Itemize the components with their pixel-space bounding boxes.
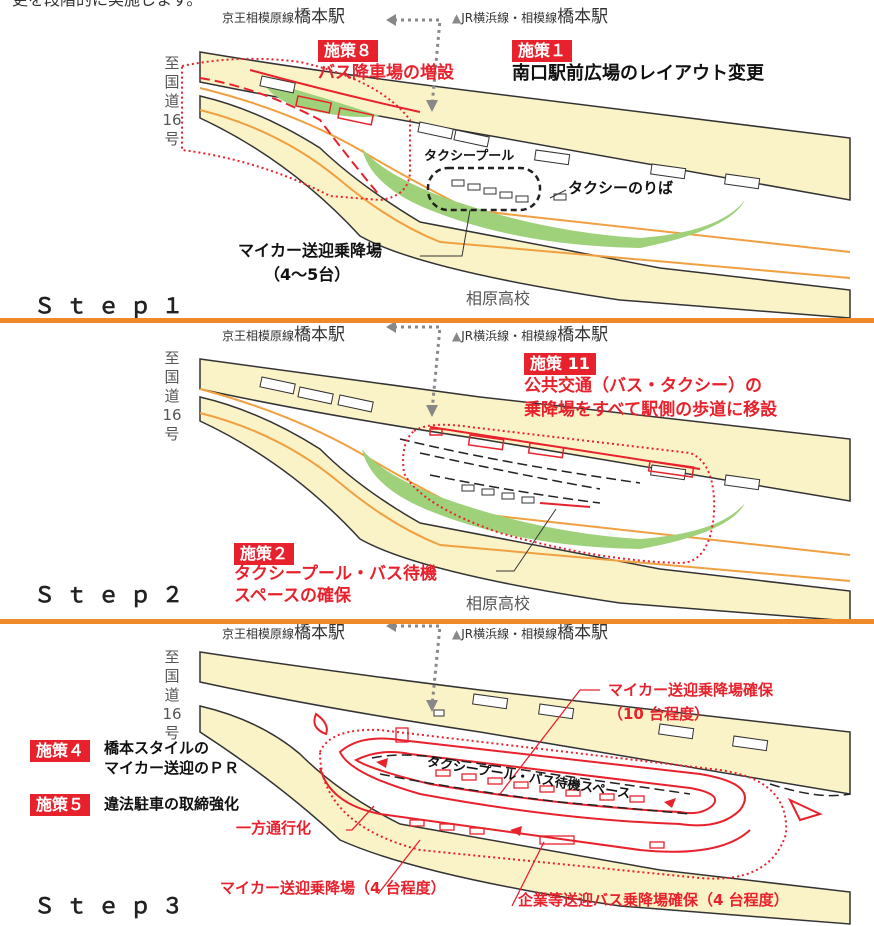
measure5-badge: 施策５: [30, 794, 91, 816]
measure5-text: 違法駐車の取締強化: [104, 795, 240, 813]
step3-label: Ｓｔｅｐ３: [34, 894, 194, 918]
measure2-badge: 施策２: [234, 543, 295, 565]
one-way-label: 一方通行化: [236, 819, 312, 837]
measure11-line2: 乗降場をすべて駅側の歩道に移設: [524, 400, 778, 420]
green-island-2: [362, 148, 745, 248]
measure4-line2: マイカー送迎のＰＲ: [104, 759, 240, 777]
divider-1: [0, 318, 874, 323]
south-sidewalk: [199, 95, 851, 318]
step2-map: [199, 323, 851, 621]
keio-station-label: 京王相模原線橋本駅: [222, 624, 346, 643]
road-edge-south: [199, 109, 851, 279]
taxi-pool-label: タクシープール: [424, 149, 515, 164]
measure8-badge: 施策８: [318, 40, 379, 62]
car-dropoff-4-label: マイカー送迎乗降場（4 台程度）: [220, 879, 446, 897]
measure4-badge: 施策４: [30, 740, 91, 762]
jr-station-label: ▲JR横浜線・相模線橋本駅: [452, 325, 609, 345]
measure11-badge: 施策 11: [524, 353, 596, 375]
bus-lane-red: [199, 77, 381, 197]
divider-2: [0, 619, 874, 624]
step1-label: Ｓｔｅｐ１: [34, 294, 194, 318]
measure1-text: 南口駅前広場のレイアウト変更: [512, 63, 764, 84]
measure4-line1: 橋本スタイルの: [104, 739, 210, 757]
measure8-area: [181, 57, 411, 202]
school-label-1: 相原高校: [466, 289, 531, 308]
taxi-pool-outline: [426, 166, 542, 212]
measure2-line2: スペースの確保: [234, 586, 351, 606]
road-edge-north: [199, 87, 851, 253]
station-connection-arrow: [394, 18, 442, 107]
car-dropoff-secured-count: （10 台程度）: [608, 705, 710, 723]
car-dropoff-count: （4～5台）: [264, 265, 351, 284]
station-sidewalk: [199, 51, 851, 201]
measure11-area: [402, 423, 716, 565]
step1-map: [181, 14, 851, 318]
measure11-line1: 公共交通（バス・タクシー）の: [524, 376, 762, 396]
jr-station-label: ▲JR横浜線・相模線橋本駅: [452, 624, 609, 643]
car-dropoff-secured: マイカー送迎乗降場確保: [608, 681, 774, 699]
step2-label: Ｓｔｅｐ２: [34, 583, 194, 607]
jr-station-label: ▲JR横浜線・相模線橋本駅: [452, 7, 609, 27]
measure2-line1: タクシープール・バス待機: [234, 564, 437, 584]
step3-map: [199, 624, 851, 925]
measure1-badge: 施策１: [512, 40, 573, 62]
school-label-2: 相原高校: [466, 594, 531, 613]
top-caption: 更を段階的に実施します。: [12, 0, 202, 9]
keio-station-label: 京王相模原線橋本駅: [222, 325, 346, 345]
measure8-text: バス降車場の増設: [318, 63, 454, 83]
company-bus-label: 企業等送迎バス乗降場確保（4 台程度）: [518, 891, 789, 909]
taxi-stand-label: タクシーのりば: [568, 179, 674, 197]
car-dropoff-label: マイカー送迎乗降場: [238, 241, 383, 260]
keio-station-label: 京王相模原線橋本駅: [222, 7, 346, 27]
